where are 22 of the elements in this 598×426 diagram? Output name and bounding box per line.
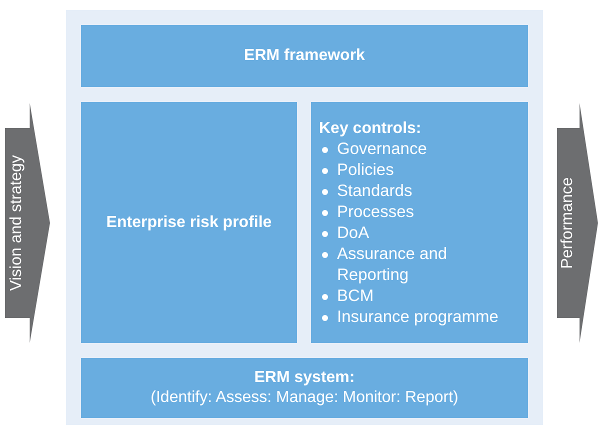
arrow-label: Performance: [559, 177, 578, 269]
box-heading: ERM framework: [244, 47, 365, 65]
process-box: [81, 358, 528, 418]
list-item: Policies: [319, 160, 522, 181]
box-heading: Key controls:: [319, 119, 422, 139]
list-item: DoA: [319, 223, 522, 244]
process-box: [81, 25, 528, 87]
block-arrow: [5, 103, 50, 343]
list-item: Processes: [319, 202, 522, 223]
box-heading: ERM system:: [254, 368, 355, 386]
panel-background: [66, 10, 543, 425]
list-item: BCM: [319, 286, 522, 307]
process-box: [81, 102, 297, 343]
process-box: [311, 102, 528, 343]
block-arrow: [557, 103, 598, 343]
list-item: Governance: [319, 139, 522, 160]
list-item: Assurance and Reporting: [319, 244, 522, 286]
list-item: Standards: [319, 181, 522, 202]
box-heading: Enterprise risk profile: [106, 214, 272, 232]
arrow-label: Vision and strategy: [8, 155, 26, 291]
box-text: (Identify: Assess: Manage: Monitor: Report): [150, 388, 458, 408]
list-item: Insurance programme: [319, 307, 522, 328]
